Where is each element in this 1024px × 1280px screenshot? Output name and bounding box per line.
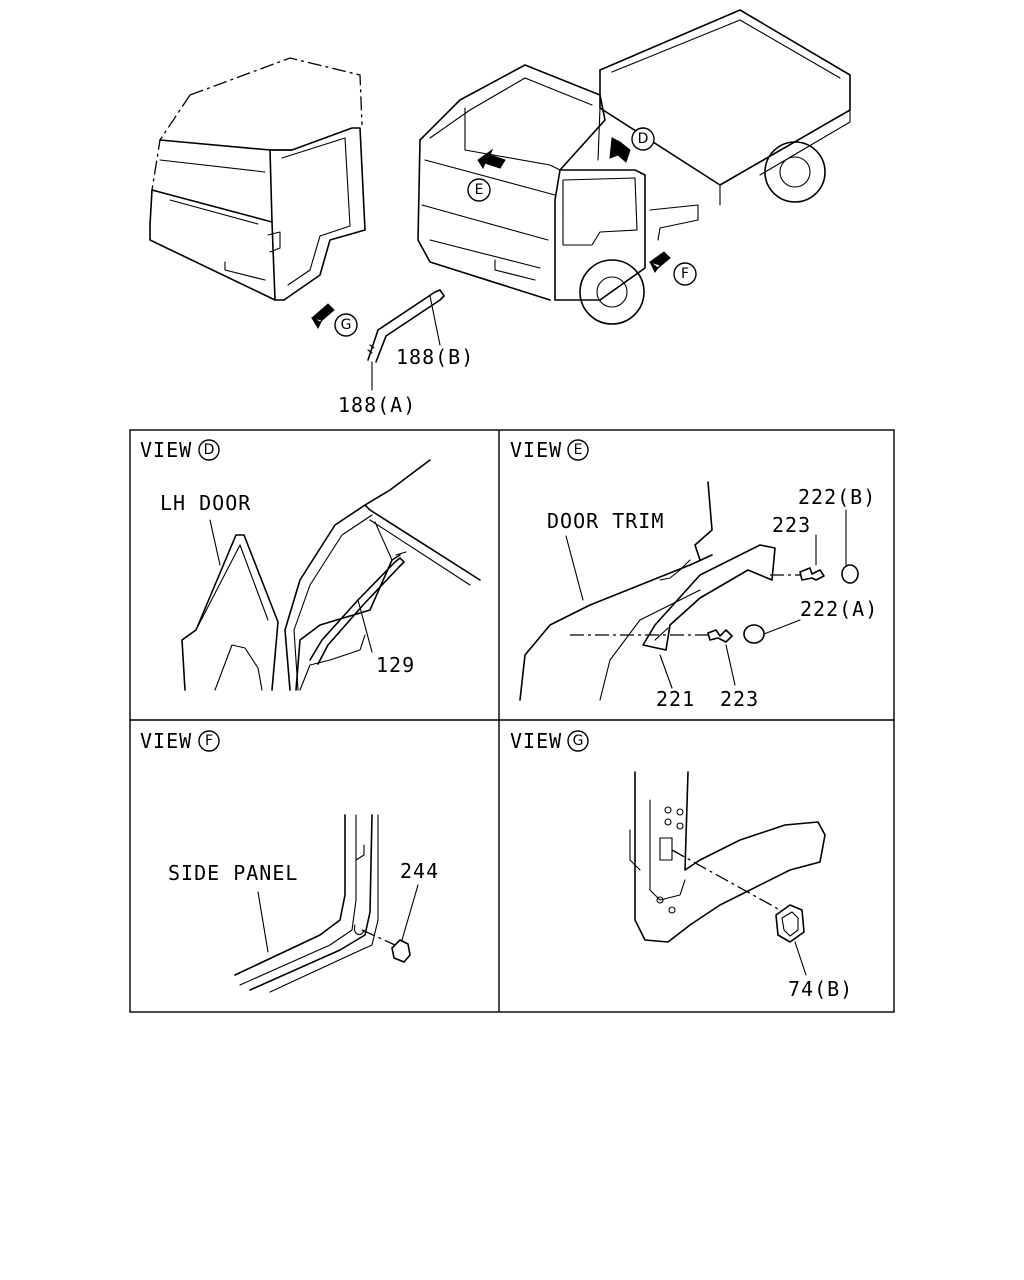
view-g-prefix: VIEW bbox=[510, 729, 562, 753]
views-frame bbox=[129, 429, 895, 1013]
callout-f: F bbox=[673, 262, 697, 286]
view-f-prefix: VIEW bbox=[140, 729, 192, 753]
view-d: VIEW D LH DOOR bbox=[140, 438, 481, 691]
part-label-223-lower: 223 bbox=[720, 687, 759, 711]
part-label-244: 244 bbox=[400, 859, 439, 883]
callout-d: D bbox=[631, 127, 655, 151]
part-label-129: 129 bbox=[376, 653, 415, 677]
view-g-letter: G bbox=[573, 733, 584, 749]
view-f: VIEW F SIDE PANEL bbox=[140, 729, 419, 993]
view-arrows bbox=[310, 137, 671, 330]
cap-222b bbox=[841, 564, 859, 584]
view-f-letter: F bbox=[205, 733, 213, 749]
callout-g: G bbox=[334, 313, 358, 337]
view-d-note: LH DOOR bbox=[160, 491, 251, 515]
view-e-prefix: VIEW bbox=[510, 438, 562, 462]
view-g: VIEW G bbox=[510, 729, 826, 976]
part-label-223-upper: 223 bbox=[772, 513, 811, 537]
view-f-note: SIDE PANEL bbox=[168, 861, 298, 885]
part-label-74b: 74(B) bbox=[788, 977, 853, 1001]
clip-223-lower bbox=[707, 629, 733, 643]
part-label-188a: 188(A) bbox=[338, 393, 416, 417]
cap-222a bbox=[743, 624, 765, 644]
callout-g-letter: G bbox=[341, 317, 352, 333]
callout-d-letter: D bbox=[638, 131, 649, 147]
view-d-prefix: VIEW bbox=[140, 438, 192, 462]
arrow-f-icon bbox=[649, 251, 671, 273]
part-label-188b: 188(B) bbox=[396, 345, 474, 369]
cab-left-drawing bbox=[149, 57, 366, 301]
part-label-222b: 222(B) bbox=[798, 485, 876, 509]
arrow-e-icon bbox=[477, 148, 506, 170]
clip-244 bbox=[391, 939, 411, 963]
truck-right-drawing bbox=[417, 9, 851, 325]
view-e-note: DOOR TRIM bbox=[547, 509, 664, 533]
clip-223-upper bbox=[799, 567, 825, 581]
view-d-letter: D bbox=[204, 442, 215, 458]
part-label-222a: 222(A) bbox=[800, 597, 878, 621]
view-e: VIEW E DOOR TRIM bbox=[510, 438, 859, 701]
callout-f-letter: F bbox=[681, 266, 689, 282]
callout-e: E bbox=[467, 178, 491, 202]
arrow-g-icon bbox=[310, 303, 335, 330]
view-e-letter: E bbox=[574, 442, 583, 458]
plug-74b bbox=[775, 904, 805, 943]
callout-e-letter: E bbox=[475, 182, 484, 198]
part-label-221: 221 bbox=[656, 687, 695, 711]
arrow-d-icon bbox=[609, 137, 631, 163]
part-188-strip bbox=[367, 289, 445, 391]
